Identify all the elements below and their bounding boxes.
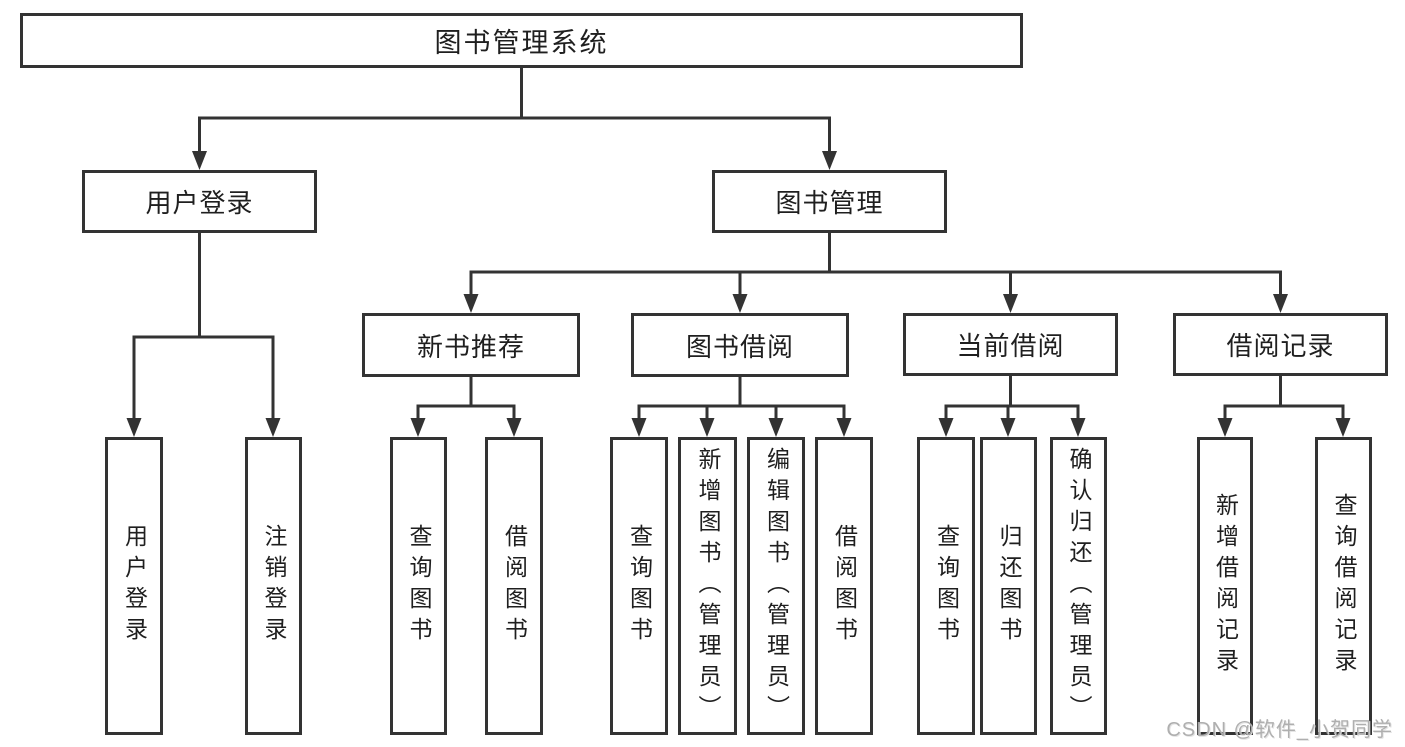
node-leaf-query-book-3: 查询图书 xyxy=(917,437,975,735)
node-leaf-borrow-book-1-label: 借阅图书 xyxy=(501,524,528,648)
node-book-borrow: 图书借阅 xyxy=(631,313,849,377)
node-root-label: 图书管理系统 xyxy=(434,28,609,58)
node-user-login-label: 用户登录 xyxy=(145,188,254,218)
node-leaf-query-book-2: 查询图书 xyxy=(610,437,668,735)
node-leaf-edit-book-admin: 编辑图书（管理员） xyxy=(747,437,805,735)
node-leaf-logout-label: 注销登录 xyxy=(261,524,287,648)
node-leaf-add-borrow-record-label: 新增借阅记录 xyxy=(1212,493,1239,679)
node-leaf-user-login-label: 用户登录 xyxy=(121,524,148,648)
node-leaf-add-borrow-record: 新增借阅记录 xyxy=(1197,437,1253,735)
csdn-watermark: CSDN @软件_小贺同学 xyxy=(1166,719,1393,741)
node-leaf-add-book-admin: 新增图书（管理员） xyxy=(678,437,737,735)
node-leaf-user-login: 用户登录 xyxy=(105,437,163,735)
node-leaf-borrow-book-2-label: 借阅图书 xyxy=(831,524,858,648)
node-leaf-query-borrow-record-label: 查询借阅记录 xyxy=(1331,493,1357,679)
node-leaf-borrow-book-1: 借阅图书 xyxy=(485,437,543,735)
node-new-book-recommend: 新书推荐 xyxy=(362,313,580,377)
node-leaf-edit-book-admin-label: 编辑图书（管理员） xyxy=(763,446,790,726)
node-leaf-return-book: 归还图书 xyxy=(980,437,1037,735)
node-leaf-confirm-return-admin-label: 确认归还（管理员） xyxy=(1066,446,1092,726)
node-current-borrow: 当前借阅 xyxy=(903,313,1118,376)
node-leaf-borrow-book-2: 借阅图书 xyxy=(815,437,873,735)
node-leaf-query-book-3-label: 查询图书 xyxy=(933,524,960,648)
node-root: 图书管理系统 xyxy=(20,13,1023,68)
node-leaf-query-borrow-record: 查询借阅记录 xyxy=(1315,437,1372,735)
node-leaf-query-book-1-label: 查询图书 xyxy=(406,524,432,648)
node-leaf-logout: 注销登录 xyxy=(245,437,302,735)
node-leaf-add-book-admin-label: 新增图书（管理员） xyxy=(695,446,721,726)
arrowheads xyxy=(126,151,1351,437)
node-new-book-recommend-label: 新书推荐 xyxy=(416,331,525,362)
node-leaf-query-book-1: 查询图书 xyxy=(390,437,447,735)
node-book-management: 图书管理 xyxy=(712,170,947,233)
node-book-borrow-label: 图书借阅 xyxy=(685,331,794,362)
node-current-borrow-label: 当前借阅 xyxy=(956,331,1065,361)
node-borrow-record: 借阅记录 xyxy=(1173,313,1388,376)
node-leaf-query-book-2-label: 查询图书 xyxy=(626,524,653,648)
node-user-login: 用户登录 xyxy=(82,170,317,233)
node-leaf-return-book-label: 归还图书 xyxy=(996,524,1022,648)
node-leaf-confirm-return-admin: 确认归还（管理员） xyxy=(1050,437,1107,735)
node-book-management-label: 图书管理 xyxy=(775,188,884,218)
node-borrow-record-label: 借阅记录 xyxy=(1226,331,1335,361)
